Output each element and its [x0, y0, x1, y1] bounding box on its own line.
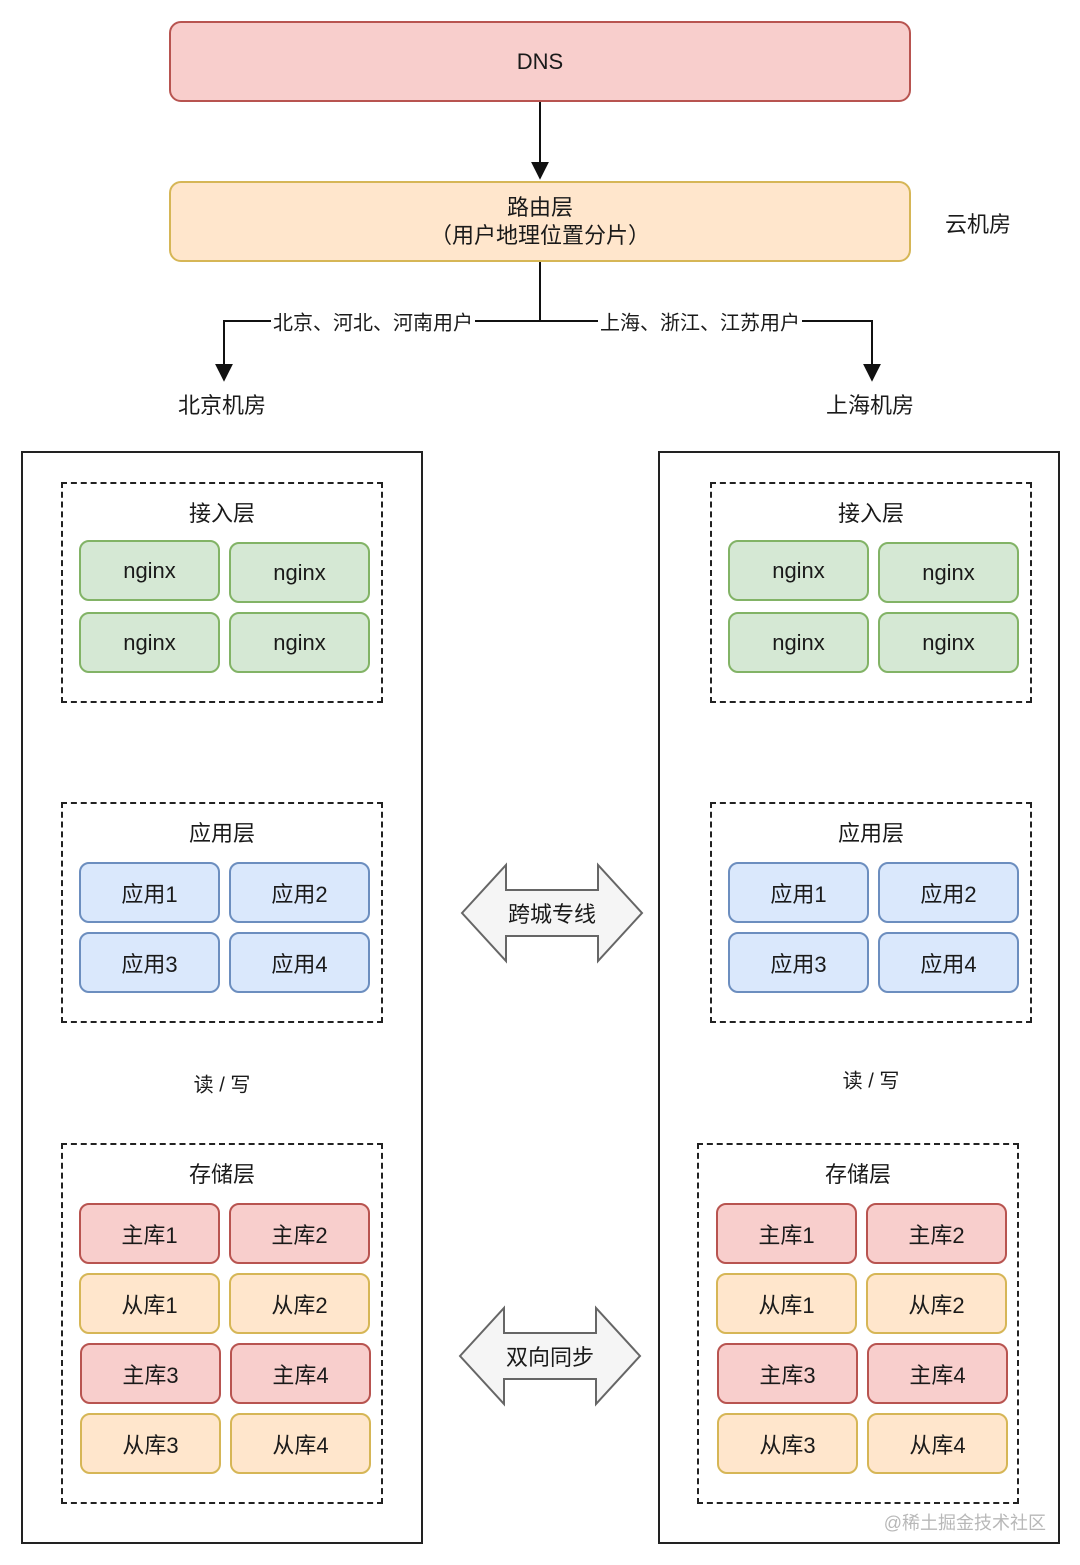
bidirectional-sync-arrow [458, 1305, 642, 1407]
dedicated-line-label: 跨城专线 [507, 902, 597, 927]
beijing-app-3: 应用3 [79, 932, 220, 993]
watermark: @稀土掘金技术社区 [883, 1513, 1046, 1533]
beijing-master-db-4: 主库4 [230, 1343, 371, 1404]
beijing-master-db-2: 主库2 [229, 1203, 370, 1264]
routing-layer-subtitle: （用户地理位置分片） [429, 222, 650, 248]
shanghai-app-1: 应用1 [728, 862, 869, 923]
shanghai-slave-db-4: 从库4 [867, 1413, 1008, 1474]
layer-title: 应用层 [188, 821, 255, 846]
shanghai-read-write-label: 读 / 写 [840, 1064, 902, 1094]
shanghai-master-db-4: 主库4 [867, 1343, 1008, 1404]
shanghai-slave-db-2: 从库2 [866, 1273, 1007, 1334]
cloud-room-label: 云机房 [945, 212, 1012, 237]
shanghai-nginx-3: nginx [728, 612, 869, 673]
routing-layer-title: 路由层 [506, 194, 573, 220]
shanghai-slave-db-3: 从库3 [717, 1413, 858, 1474]
beijing-master-db-1: 主库1 [79, 1203, 220, 1264]
beijing-slave-db-4: 从库4 [230, 1413, 371, 1474]
beijing-nginx-4: nginx [229, 612, 370, 673]
beijing-app-2: 应用2 [229, 862, 370, 923]
shanghai-slave-db-1: 从库1 [716, 1273, 857, 1334]
shanghai-nginx-1: nginx [728, 540, 869, 601]
beijing-master-db-3: 主库3 [80, 1343, 221, 1404]
edge-label-beijing-users: 北京、河北、河南用户 [271, 306, 475, 336]
beijing-read-write-label: 读 / 写 [191, 1068, 253, 1098]
layer-title: 存储层 [188, 1162, 255, 1187]
beijing-slave-db-1: 从库1 [79, 1273, 220, 1334]
dedicated-line-arrow [460, 862, 644, 964]
shanghai-app-4: 应用4 [878, 932, 1019, 993]
layer-title: 接入层 [837, 501, 904, 526]
shanghai-app-3: 应用3 [728, 932, 869, 993]
shanghai-nginx-4: nginx [878, 612, 1019, 673]
layer-title: 存储层 [824, 1162, 891, 1187]
shanghai-room-label: 上海机房 [825, 393, 915, 418]
beijing-room-label: 北京机房 [177, 393, 267, 418]
beijing-app-1: 应用1 [79, 862, 220, 923]
beijing-nginx-1: nginx [79, 540, 220, 601]
beijing-slave-db-2: 从库2 [229, 1273, 370, 1334]
bidirectional-sync-label: 双向同步 [505, 1345, 595, 1370]
dns-node: DNS [169, 21, 911, 102]
shanghai-master-db-1: 主库1 [716, 1203, 857, 1264]
shanghai-nginx-2: nginx [878, 542, 1019, 603]
beijing-app-4: 应用4 [229, 932, 370, 993]
routing-layer-node: 路由层 （用户地理位置分片） [169, 181, 911, 262]
shanghai-master-db-3: 主库3 [717, 1343, 858, 1404]
beijing-nginx-3: nginx [79, 612, 220, 673]
layer-title: 应用层 [837, 821, 904, 846]
dns-label: DNS [516, 48, 564, 74]
beijing-slave-db-3: 从库3 [80, 1413, 221, 1474]
shanghai-master-db-2: 主库2 [866, 1203, 1007, 1264]
shanghai-app-2: 应用2 [878, 862, 1019, 923]
beijing-nginx-2: nginx [229, 542, 370, 603]
layer-title: 接入层 [188, 501, 255, 526]
edge-label-shanghai-users: 上海、浙江、江苏用户 [598, 306, 802, 336]
